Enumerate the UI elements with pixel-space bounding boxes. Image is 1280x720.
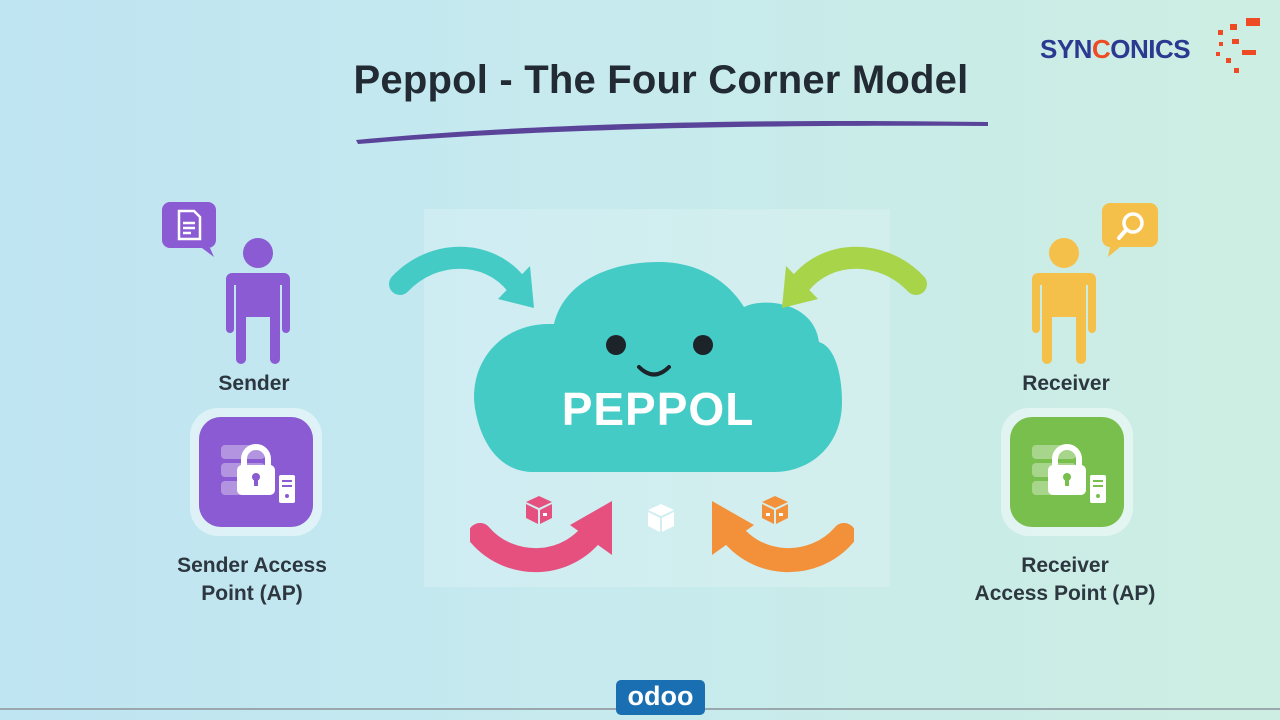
receiver-ap-label-line1: Receiver [1021, 554, 1109, 577]
arrow-receiver-ap-icon [712, 501, 854, 573]
receiver-ap-label: Receiver Access Point (AP) [950, 552, 1180, 608]
server-lock-icon [1032, 444, 1106, 503]
sender-ap-label-line1: Sender Access [177, 554, 327, 577]
odoo-badge: odoo [616, 680, 705, 715]
page-title: Peppol - The Four Corner Model [353, 58, 969, 102]
receiver-access-point-icon [1001, 408, 1133, 536]
package-white-icon [648, 504, 674, 532]
arrow-sender-ap-icon [470, 501, 612, 573]
sender-label: Sender [218, 372, 290, 395]
receiver-label: Receiver [1022, 372, 1110, 395]
arrow-receiver-to-peppol-icon [782, 246, 927, 308]
logo-dots-icon [1216, 18, 1260, 73]
arrow-sender-to-peppol-icon [389, 246, 534, 308]
package-orange-icon [762, 496, 788, 524]
server-lock-icon [221, 444, 295, 503]
sender-person-icon [226, 238, 290, 364]
sender-ap-label: Sender Access Point (AP) [150, 552, 354, 608]
logo-text-accent: C [1091, 34, 1111, 64]
title-underline [356, 120, 988, 144]
synconics-logo: SYNCONICS [1040, 14, 1270, 74]
receiver-ap-label-line2: Access Point (AP) [974, 582, 1156, 605]
peppol-label: PEPPOL [561, 383, 755, 435]
search-bubble-icon [1102, 203, 1158, 257]
peppol-cloud-icon [474, 262, 842, 472]
receiver-person-icon [1032, 238, 1096, 364]
package-pink-icon [526, 496, 552, 524]
logo-text-prefix: SYN [1040, 34, 1092, 64]
sender-ap-label-line2: Point (AP) [201, 582, 303, 605]
sender-access-point-icon [190, 408, 322, 536]
logo-text-suffix: ONICS [1110, 34, 1191, 64]
document-bubble-icon [162, 202, 216, 257]
